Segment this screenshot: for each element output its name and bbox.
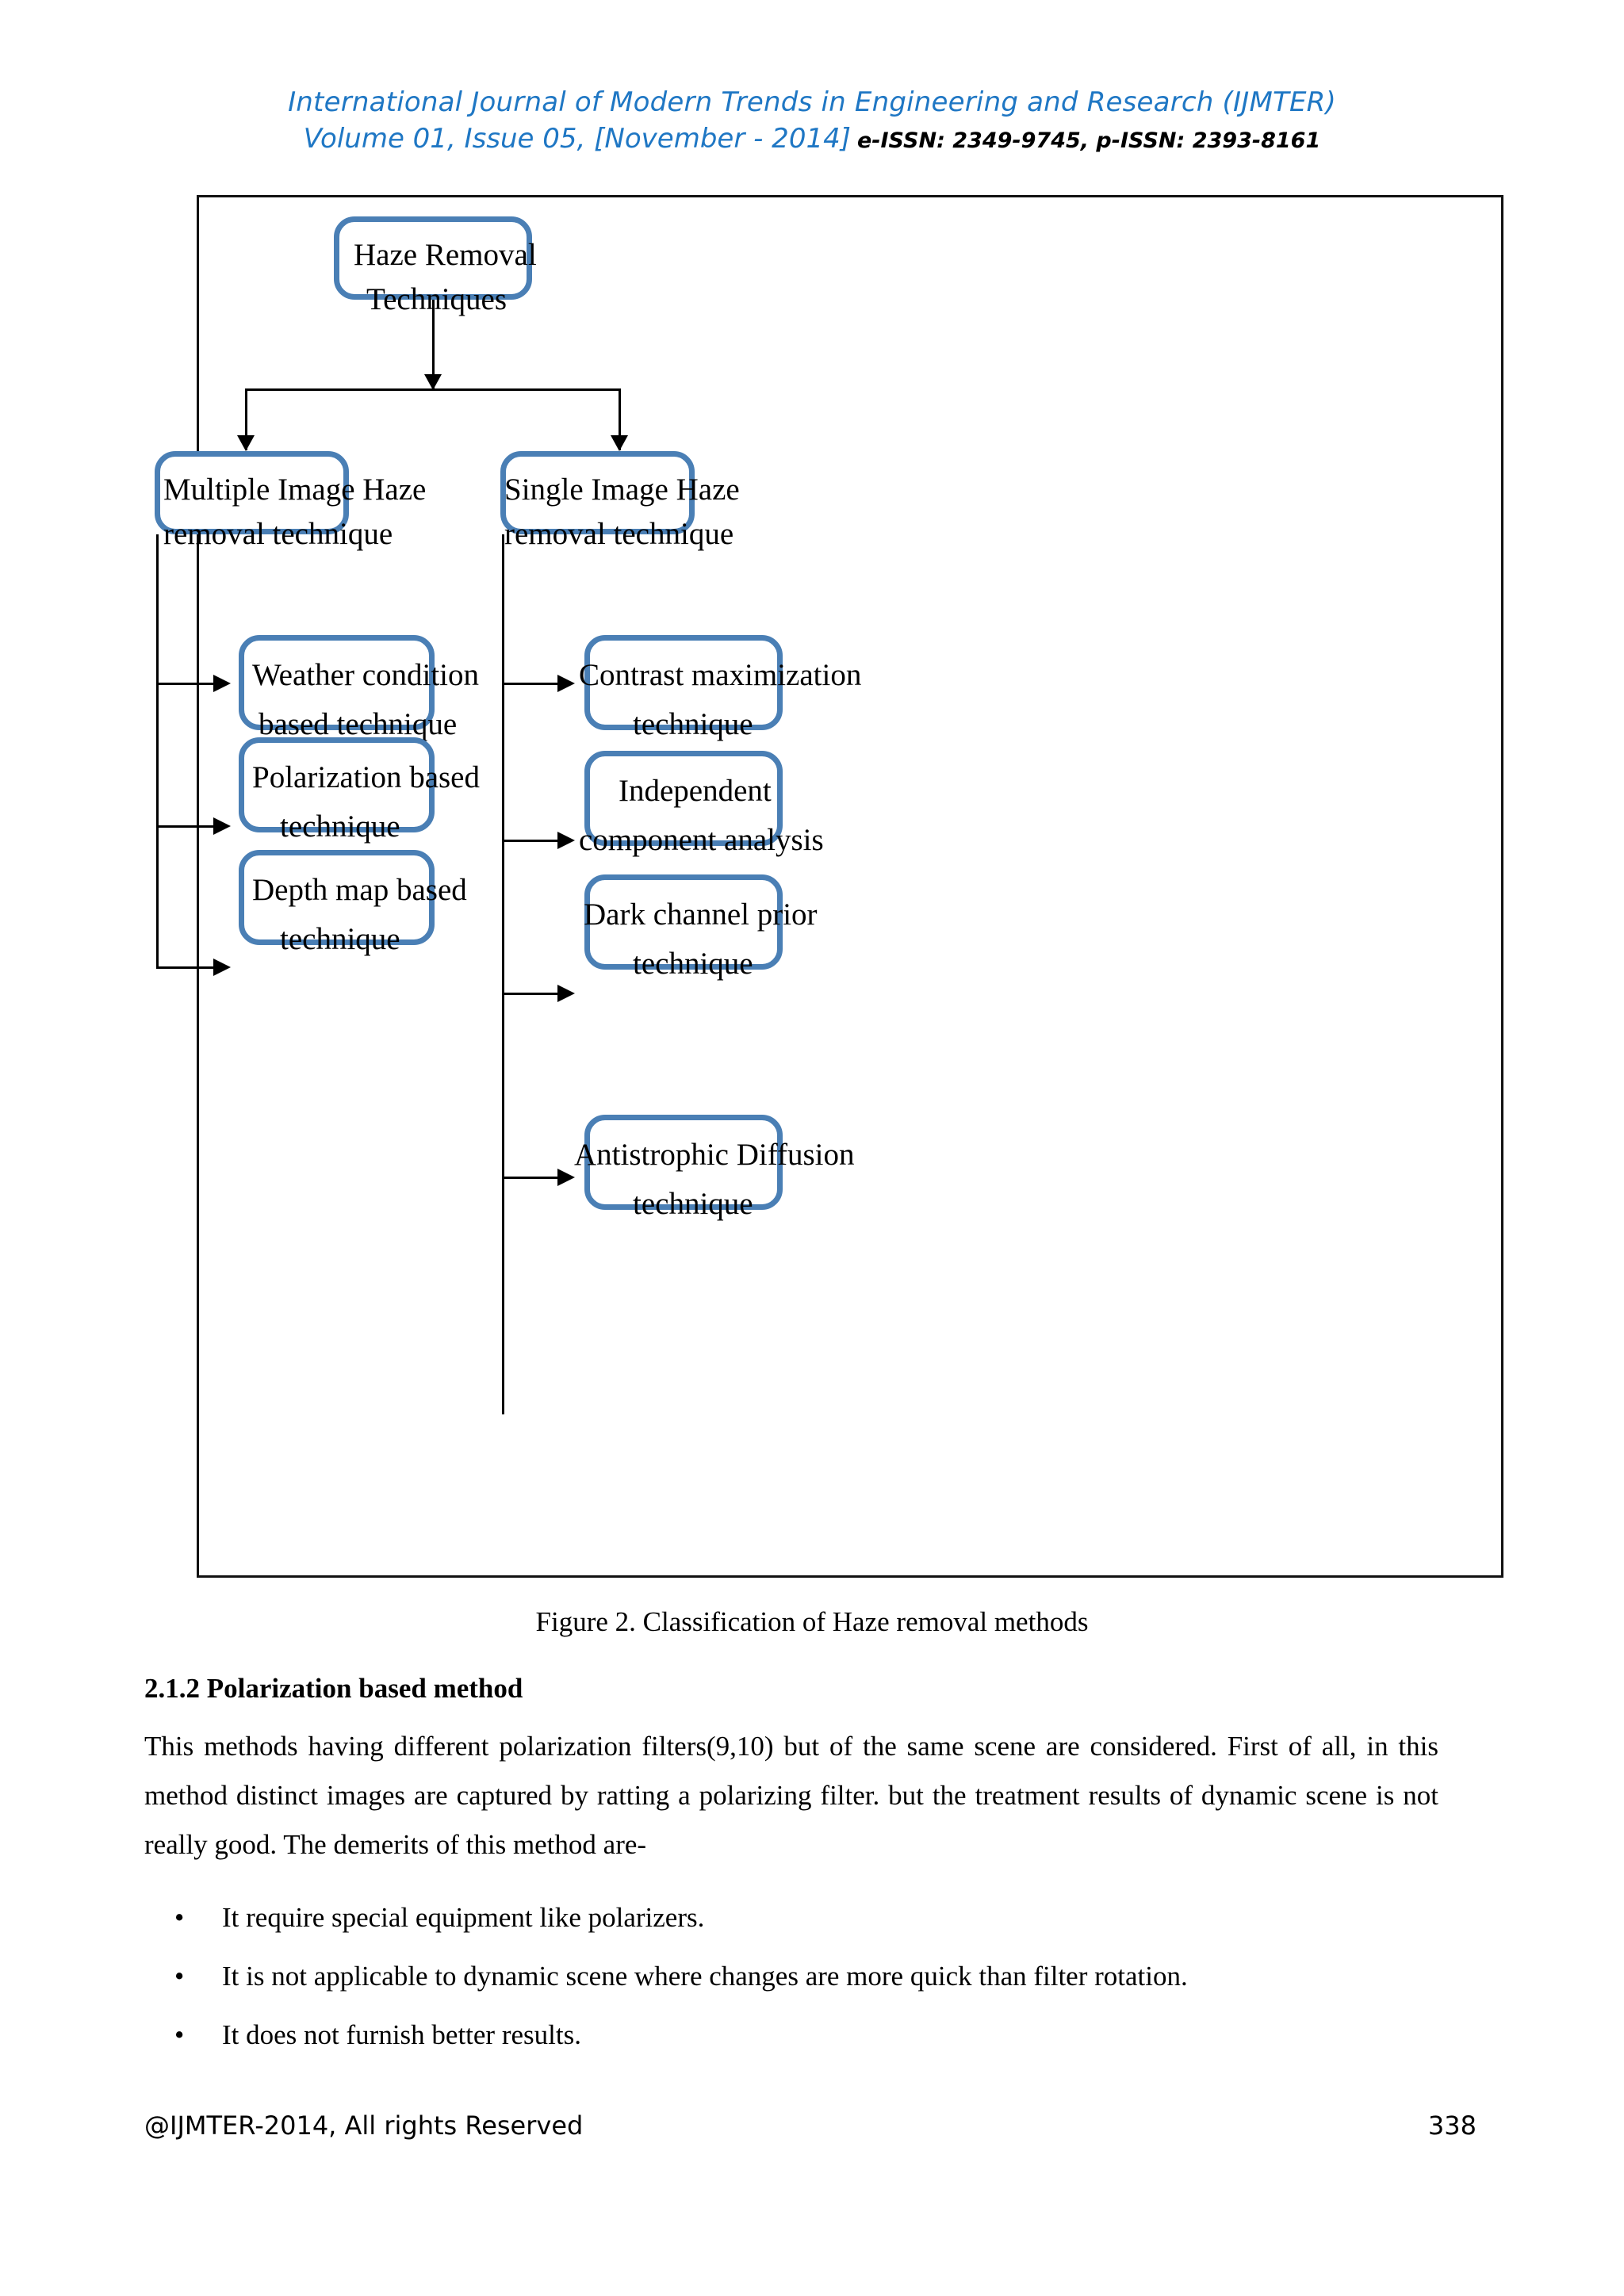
node-line-2: technique: [633, 1187, 753, 1221]
arrowhead-left-branch-1-icon: [213, 675, 231, 692]
node-antistrophic-diffusion-technique[interactable]: Antistrophic Diffusion technique: [574, 1115, 855, 1219]
journal-issn: e-ISSN: 2349-9745, p-ISSN: 2393-8161: [856, 128, 1321, 153]
connector-right-branch-2: [502, 840, 564, 842]
list-item-text: It is not applicable to dynamic scene wh…: [222, 1961, 1188, 1992]
footer-copyright: @IJMTER-2014, All rights Reserved: [144, 2110, 584, 2141]
journal-title: International Journal of Modern Trends i…: [288, 86, 1336, 118]
node-line-2: based technique: [259, 707, 458, 741]
node-contrast-maximization-technique[interactable]: Contrast maximization technique: [579, 635, 861, 740]
node-independent-component-analysis[interactable]: Independent component analysis: [579, 751, 824, 855]
node-multiple-image-haze-removal[interactable]: Multiple Image Haze removal technique: [155, 451, 426, 549]
connector-left-branch-2: [156, 825, 218, 828]
node-weather-condition-based-technique[interactable]: Weather condition based technique: [239, 635, 479, 740]
node-line-2: component analysis: [579, 823, 824, 857]
connector-right-branch-3: [502, 993, 564, 995]
figure-caption: Figure 2. Classification of Haze removal…: [535, 1606, 1089, 1637]
bullet-icon: •: [174, 2019, 185, 2050]
node-line-2: technique: [280, 809, 400, 844]
bullet-icon: •: [174, 1902, 185, 1933]
arrowhead-root-stem-icon: [424, 374, 442, 390]
demerits-list: • It require special equipment like pola…: [144, 1888, 1477, 2064]
node-line-1: Polarization based: [252, 760, 480, 794]
node-line-1: Depth map based: [252, 873, 467, 907]
connector-root-stem: [432, 300, 435, 388]
bullet-icon: •: [174, 1961, 185, 1992]
list-item: • It is not applicable to dynamic scene …: [144, 1947, 1477, 2006]
journal-volume-issue: Volume 01, Issue 05, [November - 2014]: [303, 122, 851, 155]
connector-right-drop: [619, 388, 621, 450]
node-dark-channel-prior-technique[interactable]: Dark channel prior technique: [584, 874, 818, 979]
node-line-2: technique: [280, 922, 400, 956]
connector-left-branch-1: [156, 683, 218, 685]
section-heading: 2.1.2 Polarization based method: [144, 1673, 523, 1704]
node-line-2: technique: [633, 707, 753, 741]
node-line-2: technique: [633, 947, 753, 981]
list-item-text: It require special equipment like polari…: [222, 1902, 705, 1933]
figure-frame: Haze Removal Techniques Multiple Image H…: [155, 195, 1503, 1578]
list-item: • It does not furnish better results.: [144, 2006, 1477, 2064]
arrowhead-right-branch-1-icon: [557, 675, 575, 692]
node-line-1: Multiple Image Haze: [163, 473, 427, 507]
connector-left-drop: [245, 388, 247, 450]
connector-left-spine: [156, 534, 159, 969]
arrowhead-right-branch-3-icon: [557, 985, 575, 1002]
connector-right-branch-4: [502, 1177, 564, 1179]
arrowhead-left-branch-2-icon: [213, 817, 231, 835]
arrowhead-right-branch-4-icon: [557, 1169, 575, 1186]
page-footer: @IJMTER-2014, All rights Reserved 338: [144, 2110, 1477, 2141]
node-line-1: Weather condition: [252, 658, 480, 692]
connector-left-branch-3: [156, 966, 218, 969]
connector-right-branch-1: [502, 683, 564, 685]
node-line-1: Dark channel prior: [584, 897, 818, 932]
connector-split-bar: [245, 388, 621, 391]
journal-volume-line: Volume 01, Issue 05, [November - 2014]e-…: [0, 122, 1624, 157]
node-line-2: Techniques: [366, 282, 508, 316]
arrowhead-left-drop-icon: [237, 435, 255, 451]
node-line-1: Independent: [619, 774, 772, 808]
arrowhead-left-branch-3-icon: [213, 959, 231, 976]
node-line-2: removal technique: [504, 517, 734, 551]
node-haze-removal-techniques[interactable]: Haze Removal Techniques: [334, 216, 537, 315]
node-line-1: Single Image Haze: [504, 473, 740, 507]
connector-right-spine: [502, 534, 504, 1414]
node-line-2: removal technique: [163, 517, 393, 551]
node-single-image-haze-removal[interactable]: Single Image Haze removal technique: [500, 451, 740, 549]
node-line-1: Antistrophic Diffusion: [574, 1138, 855, 1172]
paragraph-1: This methods having different polarizati…: [144, 1731, 1438, 1860]
list-item-text: It does not furnish better results.: [222, 2019, 581, 2050]
node-line-1: Haze Removal: [354, 238, 537, 272]
arrowhead-right-branch-2-icon: [557, 832, 575, 849]
list-item: • It require special equipment like pola…: [144, 1888, 1477, 1947]
journal-header: International Journal of Modern Trends i…: [0, 86, 1624, 156]
node-polarization-based-technique[interactable]: Polarization based technique: [239, 737, 480, 842]
node-line-1: Contrast maximization: [579, 658, 862, 692]
footer-page-number: 338: [1427, 2110, 1477, 2141]
arrowhead-right-drop-icon: [611, 435, 628, 451]
node-depth-map-based-technique[interactable]: Depth map based technique: [239, 850, 467, 955]
